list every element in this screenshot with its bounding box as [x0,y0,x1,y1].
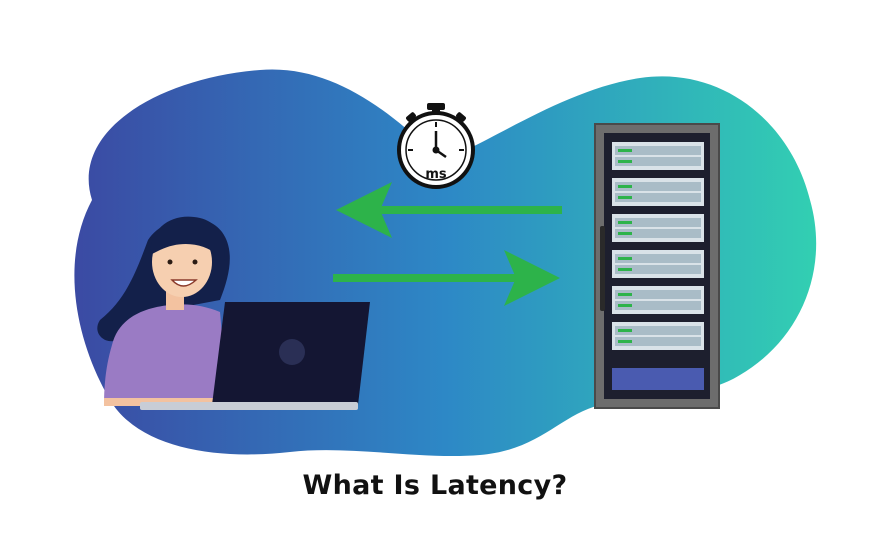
arrow-right-icon [333,250,560,306]
stopwatch-icon: ms [397,103,475,189]
page-title: What Is Latency? [302,470,568,501]
shirt [104,304,228,405]
arrow-left-icon [336,182,562,238]
rack-vent-panel [612,368,704,390]
stopwatch-unit-label: ms [425,167,447,182]
server-rack-icon [594,123,720,409]
laptop-icon [140,302,370,410]
server-units [612,142,704,350]
